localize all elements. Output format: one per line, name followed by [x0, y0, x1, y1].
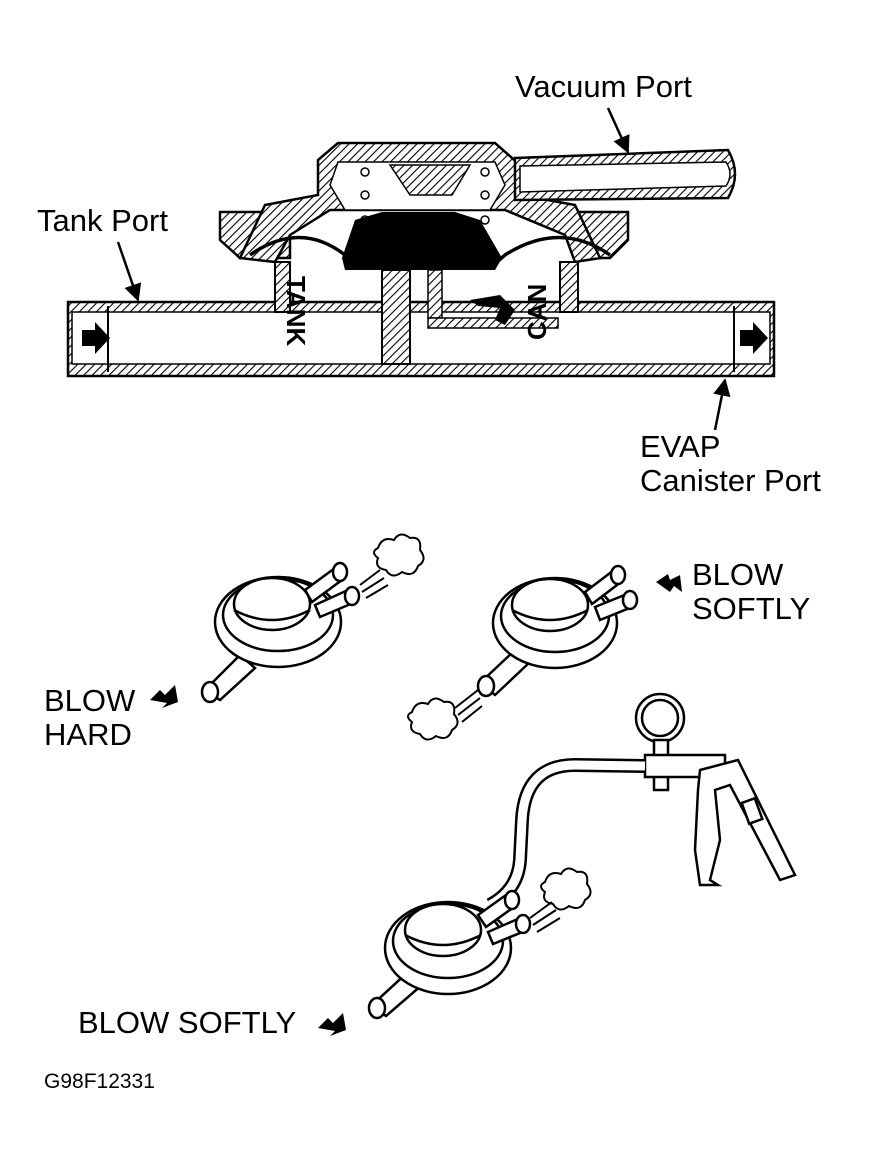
tank-marking: TANK: [281, 276, 311, 347]
vacuum-pump: [634, 692, 797, 887]
tank-chamber: [274, 261, 291, 313]
tank-port-label: Tank Port: [37, 203, 168, 238]
valve-cross-section: [66, 141, 776, 378]
figure-code: G98F12331: [44, 1070, 155, 1093]
check-valve: [470, 295, 515, 325]
pipe-bore: [71, 311, 771, 365]
valve-blow-softly-top: [476, 564, 639, 698]
leader-evap-port: [713, 378, 731, 431]
flow-arrow-right: [740, 322, 768, 354]
blow-softly-top-label-line1: BLOW: [692, 557, 784, 592]
puff-blow-hard: [359, 533, 425, 599]
leader-vacuum-port: [606, 107, 630, 154]
valve-blow-hard: [200, 561, 361, 704]
blow-softly-bottom-label: BLOW SOFTLY: [78, 1005, 297, 1040]
puff-blow-softly-top: [407, 689, 483, 741]
blow-softly-top-label-line2: SOFTLY: [692, 591, 811, 626]
arrow-blow-softly-top: [656, 574, 682, 592]
arrow-blow-softly-bottom: [318, 1013, 346, 1036]
flow-arrow-left: [82, 322, 110, 354]
blow-hard-label-line1: BLOW: [44, 683, 136, 718]
can-marking: CAN: [522, 283, 552, 340]
blow-hard-label-line2: HARD: [44, 717, 132, 752]
evap-label-line2: Canister Port: [640, 463, 821, 498]
evap-label-line1: EVAP: [640, 429, 721, 464]
diaphragm-plate: [342, 212, 502, 270]
arrow-blow-hard: [150, 685, 178, 708]
leader-tank-port: [116, 241, 142, 302]
puff-blow-softly-bottom: [529, 867, 592, 933]
vacuum-port-label: Vacuum Port: [515, 69, 692, 104]
valve-blow-softly-bottom: [367, 889, 532, 1020]
